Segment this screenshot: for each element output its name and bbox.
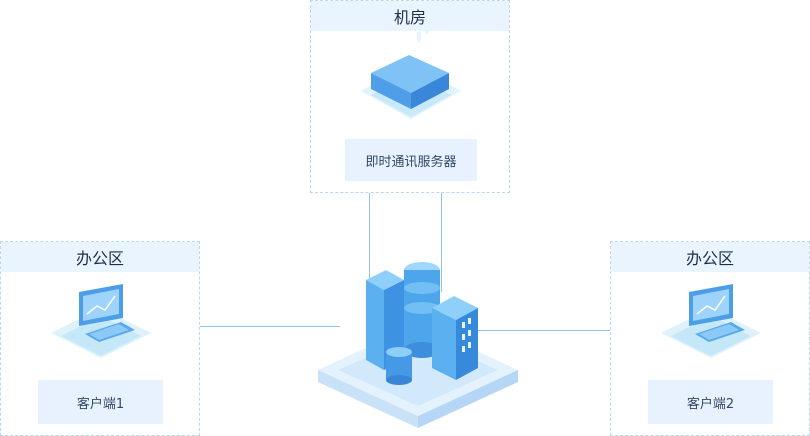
connector-left: [180, 326, 340, 327]
client2-label-panel: 客户端2: [648, 380, 773, 424]
computer-icon: [661, 284, 761, 358]
office-left-title: 办公区: [1, 242, 199, 272]
office-zone-left: 办公区 客户端1: [0, 241, 200, 436]
machine-room-zone: 机房 即时通讯服务器: [310, 0, 510, 193]
connector-right: [470, 330, 632, 331]
server-icon: [361, 14, 461, 119]
computer-icon: [51, 284, 151, 358]
machine-room-title: 机房: [311, 1, 509, 31]
server-label: 即时通讯服务器: [365, 154, 457, 170]
office-right-title: 办公区: [611, 242, 809, 272]
office-zone-right: 办公区 客户端2: [610, 241, 810, 436]
client2-label: 客户端2: [686, 396, 735, 412]
server-label-panel: 即时通讯服务器: [345, 139, 477, 181]
data-center-icon: [318, 262, 518, 428]
connector-top-right: [441, 182, 442, 292]
client1-label-panel: 客户端1: [38, 380, 163, 424]
connector-top-left: [369, 182, 370, 292]
client1-label: 客户端1: [76, 396, 125, 412]
